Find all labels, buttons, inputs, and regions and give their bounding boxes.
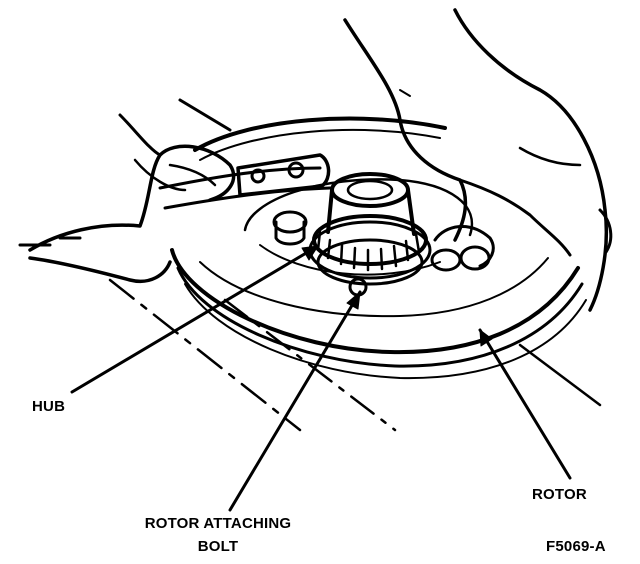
leader-arrowheads [301, 245, 493, 347]
hub-bearing [308, 172, 432, 286]
perspective-lines [108, 278, 602, 432]
figure-id: F5069-A [546, 538, 606, 555]
rotor-leader [478, 328, 572, 480]
hub-arrow-icon [301, 245, 319, 261]
rotor-attaching-bolt-label-line2: BOLT [197, 538, 239, 555]
hub-label: HUB [32, 398, 66, 415]
rotor-arrow-icon [479, 329, 493, 347]
right-hand [343, 8, 613, 312]
leader-lines [70, 244, 572, 512]
wrench [158, 153, 332, 210]
rotor-attaching-bolt-leader [228, 290, 362, 512]
left-hand [18, 98, 236, 283]
rotor-attaching-bolt-label-line1: ROTOR ATTACHING [144, 515, 292, 532]
rotor-disc [170, 116, 587, 380]
hub-leader [70, 244, 320, 394]
bolt-arrow-icon [346, 291, 361, 310]
rotor-label: ROTOR [532, 486, 587, 503]
